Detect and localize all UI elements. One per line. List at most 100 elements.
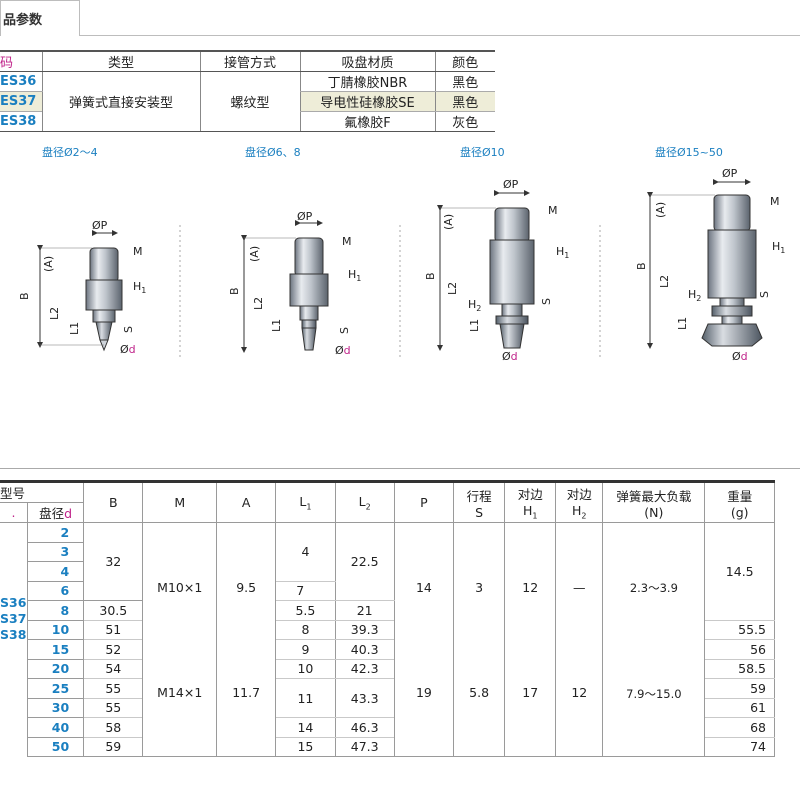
b-cell: 55: [83, 678, 144, 699]
l1-cell: 11: [275, 678, 336, 718]
h2-cell: — 12: [555, 522, 604, 757]
svg-text:B: B: [18, 292, 31, 300]
spec-material: 丁腈橡胶NBR: [299, 71, 435, 92]
diameter-cell: 40: [26, 717, 85, 738]
svg-text:H1: H1: [772, 240, 785, 255]
spec-code: ES36: [0, 71, 42, 92]
l1-cell: 7: [275, 581, 336, 601]
svg-text:Ød: Ød: [732, 350, 748, 363]
weight-cell: 61: [704, 698, 775, 718]
b-cell: 32: [83, 522, 144, 601]
svg-text:H2: H2: [688, 288, 701, 303]
dim-h1: H1: [133, 280, 146, 295]
b-cell: 30.5: [83, 600, 144, 621]
diameter-cell: 30: [26, 698, 85, 718]
l2-cell: 46.3: [334, 717, 395, 738]
b-cell: 59: [83, 737, 144, 757]
diagram-1: ØP M H1 B (A) L2 L1 S Ød: [18, 219, 146, 356]
spec-header-connection: 接管方式: [199, 50, 300, 72]
svg-text:M: M: [548, 204, 558, 217]
l2-cell: 39.3: [334, 620, 395, 640]
svg-text:B: B: [424, 272, 437, 280]
l2-cell: 43.3: [334, 678, 395, 718]
svg-text:(A): (A): [654, 202, 667, 218]
spec-table: 码 类型 接管方式 吸盘材质 颜色 ES36 弹簧式直接安装型 螺纹型 丁腈橡胶…: [0, 50, 495, 132]
svg-text:S: S: [338, 327, 351, 334]
header-l2: L2: [334, 480, 395, 523]
weight-cell: 59: [704, 678, 775, 699]
l1-cell: 15: [275, 737, 336, 757]
l2-cell: 21: [334, 600, 395, 621]
technical-drawings: ØP M H1 B (A) L2 L1 S Ød ØP M H1 B (A) L…: [18, 167, 785, 363]
svg-text:S: S: [122, 326, 135, 333]
dim-m: M: [133, 245, 143, 258]
svg-text:L2: L2: [446, 282, 459, 295]
a-cell: 9.5 11.7: [216, 522, 277, 757]
l1-cell: 5.5: [275, 600, 336, 621]
load-cell: 2.3～3.9 7.9～15.0: [602, 522, 706, 757]
header-diameter: 盘径d: [26, 502, 85, 523]
svg-text:M: M: [342, 235, 352, 248]
section-divider: [0, 468, 800, 469]
spec-color: 黑色: [434, 71, 495, 92]
header-model-code: .: [0, 502, 28, 523]
l2-cell: 42.3: [334, 659, 395, 679]
spec-color: 黑色: [434, 91, 495, 112]
svg-text:H2: H2: [468, 298, 481, 313]
weight-cell: 56: [704, 639, 775, 660]
diameter-cell: 3: [26, 542, 85, 562]
weight-cell: 58.5: [704, 659, 775, 679]
header-l1: L1: [275, 480, 336, 523]
l2-cell: 47.3: [334, 737, 395, 757]
svg-text:L1: L1: [68, 322, 81, 335]
tab-label: 品参数: [3, 13, 43, 28]
svg-text:M: M: [770, 195, 780, 208]
svg-text:ØP: ØP: [297, 210, 313, 223]
svg-text:(A): (A): [248, 246, 261, 262]
spec-type: 弹簧式直接安装型: [41, 71, 200, 132]
svg-text:(A): (A): [442, 214, 455, 230]
m-cell: M10×1 M14×1: [142, 522, 218, 757]
svg-text:Ød: Ød: [502, 350, 518, 363]
svg-text:S: S: [540, 298, 553, 305]
svg-text:L2: L2: [252, 297, 265, 310]
header-a: A: [216, 480, 277, 523]
weight-cell: 68: [704, 717, 775, 738]
b-cell: 54: [83, 659, 144, 679]
spec-code: ES37: [0, 91, 42, 112]
diagram-4: ØP M H1 H2 B (A) L2 L1 S Ød: [635, 167, 785, 363]
l1-cell: 9: [275, 639, 336, 660]
spec-header-material: 吸盘材质: [299, 50, 435, 72]
svg-text:Ød: Ød: [335, 344, 351, 357]
svg-text:B: B: [228, 287, 241, 295]
spec-header-type: 类型: [41, 50, 200, 72]
weight-cell: 55.5: [704, 620, 775, 640]
diameter-cell: 4: [26, 561, 85, 582]
header-model: 型号: [0, 480, 85, 503]
diagram-3: ØP M H1 H2 B (A) L2 L1 S Ød: [424, 178, 569, 363]
spec-header-code: 码: [0, 50, 42, 72]
l2-cell: 40.3: [334, 639, 395, 660]
svg-text:B: B: [635, 262, 648, 270]
diameter-cell: 2: [26, 522, 85, 543]
dim-p: ØP: [92, 219, 108, 232]
b-cell: 52: [83, 639, 144, 660]
diameter-cell: 15: [26, 639, 85, 660]
diagram-title: 盘径Ø15~50: [655, 146, 723, 159]
tab-product-params[interactable]: 品参数: [0, 0, 80, 36]
svg-text:L2: L2: [48, 307, 61, 320]
svg-text:L1: L1: [270, 319, 283, 332]
svg-text:ØP: ØP: [722, 167, 738, 180]
header-p: P: [393, 480, 455, 523]
diameter-cell: 50: [26, 737, 85, 757]
diagram-title: 盘径Ø10: [460, 146, 505, 159]
p-cell: 14 19: [393, 522, 455, 757]
diameter-cell: 20: [26, 659, 85, 679]
l1-cell: 8: [275, 620, 336, 640]
b-cell: 55: [83, 698, 144, 718]
diameter-cell: 8: [26, 600, 85, 621]
